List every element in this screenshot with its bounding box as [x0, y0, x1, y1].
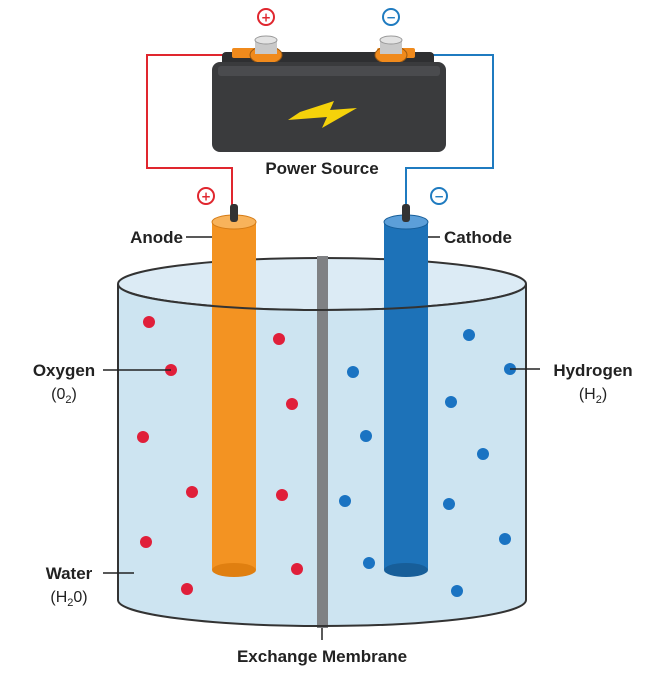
battery [212, 35, 446, 152]
hydrogen-molecules [339, 329, 516, 597]
anode-electrode [211, 204, 257, 577]
exchange-membrane-label: Exchange Membrane [237, 647, 407, 666]
minus-icon: − [386, 11, 396, 25]
battery-positive-sign: + [257, 8, 275, 26]
anode-label: Anode [130, 228, 183, 247]
hydrogen-formula: (H2) [579, 386, 607, 406]
power-source-label: Power Source [265, 159, 378, 178]
oxygen-molecules [137, 316, 303, 595]
battery-negative-sign: − [382, 8, 400, 26]
cathode-sign: − [430, 187, 448, 205]
cathode-electrode [383, 204, 429, 577]
oxygen-formula: (02) [51, 386, 77, 406]
water-label: Water [46, 564, 93, 583]
anode-sign: + [197, 187, 215, 205]
cathode-label: Cathode [444, 228, 512, 247]
minus-icon: − [434, 190, 444, 204]
plus-icon: + [261, 11, 271, 25]
positive-wire [146, 54, 242, 205]
negative-wire [405, 54, 494, 205]
container-outline [117, 283, 527, 627]
hydrogen-label: Hydrogen [553, 361, 632, 380]
oxygen-label: Oxygen [33, 361, 95, 380]
plus-icon: + [201, 190, 211, 204]
leader-lines [103, 236, 540, 640]
exchange-membrane [317, 256, 328, 628]
water-formula: (H20) [50, 589, 87, 609]
lightning-icon [288, 101, 357, 128]
